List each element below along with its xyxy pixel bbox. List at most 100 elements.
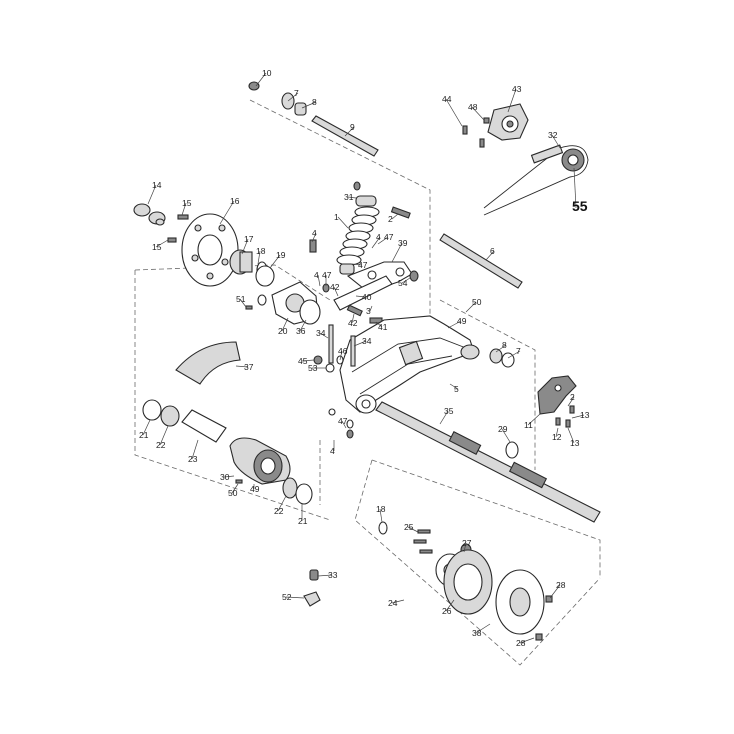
callout-15: 15 — [152, 242, 162, 252]
leader-line-36 — [299, 319, 307, 332]
callout-43: 43 — [512, 84, 522, 94]
callout-4: 4 — [312, 228, 317, 238]
leader-line-15 — [155, 239, 169, 248]
callout-23: 23 — [188, 454, 198, 464]
leader-line-43 — [507, 88, 517, 113]
callout-55: 55 — [572, 198, 588, 214]
callout-33: 33 — [328, 570, 338, 580]
swingarm-pivot-lug — [398, 340, 424, 366]
linkage-group — [322, 261, 419, 324]
callout-34: 34 — [316, 328, 326, 338]
leader-line-18 — [257, 250, 261, 265]
axle-housing-group — [142, 399, 313, 505]
nut-10 — [248, 81, 260, 91]
leader-line-38 — [475, 623, 491, 634]
callout-46: 46 — [338, 346, 348, 356]
leader-line-13 — [567, 427, 575, 444]
callout-18: 18 — [256, 246, 266, 256]
bolt-33 — [309, 569, 319, 581]
callout-2: 2 — [570, 392, 575, 402]
callout-44: 44 — [442, 94, 452, 104]
bolt-15 — [177, 214, 189, 220]
swingarm-bolts-group — [313, 324, 356, 439]
callout-24: 24 — [388, 598, 398, 608]
rear-sprocket-group — [378, 521, 553, 641]
caliper-bracket-group — [245, 281, 321, 325]
leader-line-26 — [445, 599, 455, 612]
callout-16: 16 — [230, 196, 240, 206]
nut-14-c — [155, 218, 165, 226]
callout-47: 47 — [338, 416, 348, 426]
leader-line-1 — [337, 216, 349, 229]
callout-21: 21 — [139, 430, 149, 440]
assembly-guide-lines — [134, 99, 601, 666]
callout-31: 31 — [344, 192, 354, 202]
callout-49: 49 — [250, 484, 260, 494]
leader-line-30 — [223, 475, 235, 478]
callout-32: 32 — [548, 130, 558, 140]
leader-line-47 — [341, 420, 347, 429]
callout-53: 53 — [308, 363, 318, 373]
o-ring-29 — [505, 441, 519, 459]
leader-line-40 — [355, 295, 367, 298]
leader-line-16 — [219, 200, 235, 225]
chain-slider-11 — [537, 375, 577, 415]
leader-line-9 — [344, 126, 355, 137]
bolt-2 — [390, 206, 411, 219]
leader-line-47 — [377, 236, 389, 245]
leader-line-41 — [375, 321, 383, 328]
callout-25: 25 — [404, 522, 414, 532]
chain-guide-group — [462, 103, 529, 148]
o-ring-18-lower — [378, 521, 388, 535]
upper-pivot-shaft-group — [248, 81, 379, 157]
shock-bottom-eye — [339, 263, 355, 275]
leader-line-55 — [573, 167, 577, 209]
callout-5: 5 — [454, 384, 459, 394]
leader-line-50 — [231, 483, 239, 494]
callout-18: 18 — [376, 504, 386, 514]
callout-45: 45 — [298, 356, 308, 366]
leader-line-20 — [281, 317, 289, 332]
shock-top-eye — [355, 195, 377, 207]
bolt-25-a — [417, 529, 431, 534]
leader-line-42 — [333, 286, 339, 297]
leader-line-4 — [311, 232, 317, 243]
rear-axle-group — [375, 401, 601, 523]
washer-48 — [483, 117, 490, 124]
callout-4: 4 — [330, 446, 335, 456]
rear-brake-disc-group — [133, 203, 275, 306]
callout-7: 7 — [516, 346, 521, 356]
bolt-12 — [555, 417, 561, 426]
callout-13: 13 — [580, 410, 590, 420]
callout-47: 47 — [322, 270, 332, 280]
shock-absorber-group — [309, 181, 411, 275]
chain-and-sprocket-group — [483, 144, 589, 216]
callout-29: 29 — [498, 424, 508, 434]
leader-line-49 — [447, 320, 462, 329]
leader-line-22 — [159, 425, 169, 446]
callout-1: 1 — [334, 212, 339, 222]
leader-line-21 — [142, 419, 151, 436]
callout-4: 4 — [314, 270, 319, 280]
shock-spring — [336, 206, 380, 266]
leader-line-11 — [527, 413, 541, 426]
seal-36 — [299, 299, 321, 325]
callout-36: 36 — [296, 326, 306, 336]
washer-53 — [325, 363, 335, 373]
leader-line-32 — [551, 134, 561, 149]
callout-17: 17 — [244, 234, 254, 244]
callout-13: 13 — [570, 438, 580, 448]
callout-8: 8 — [312, 97, 317, 107]
leader-line-24 — [391, 599, 405, 604]
leader-line-14 — [147, 184, 157, 205]
leader-line-31 — [347, 196, 357, 199]
bolt-42 — [346, 304, 363, 317]
washer-7-right — [501, 352, 515, 368]
leader-line-51 — [239, 298, 247, 308]
callout-7: 7 — [294, 88, 299, 98]
leader-line-25 — [407, 526, 419, 533]
leader-line-46 — [339, 350, 343, 361]
callout-28: 28 — [556, 580, 566, 590]
